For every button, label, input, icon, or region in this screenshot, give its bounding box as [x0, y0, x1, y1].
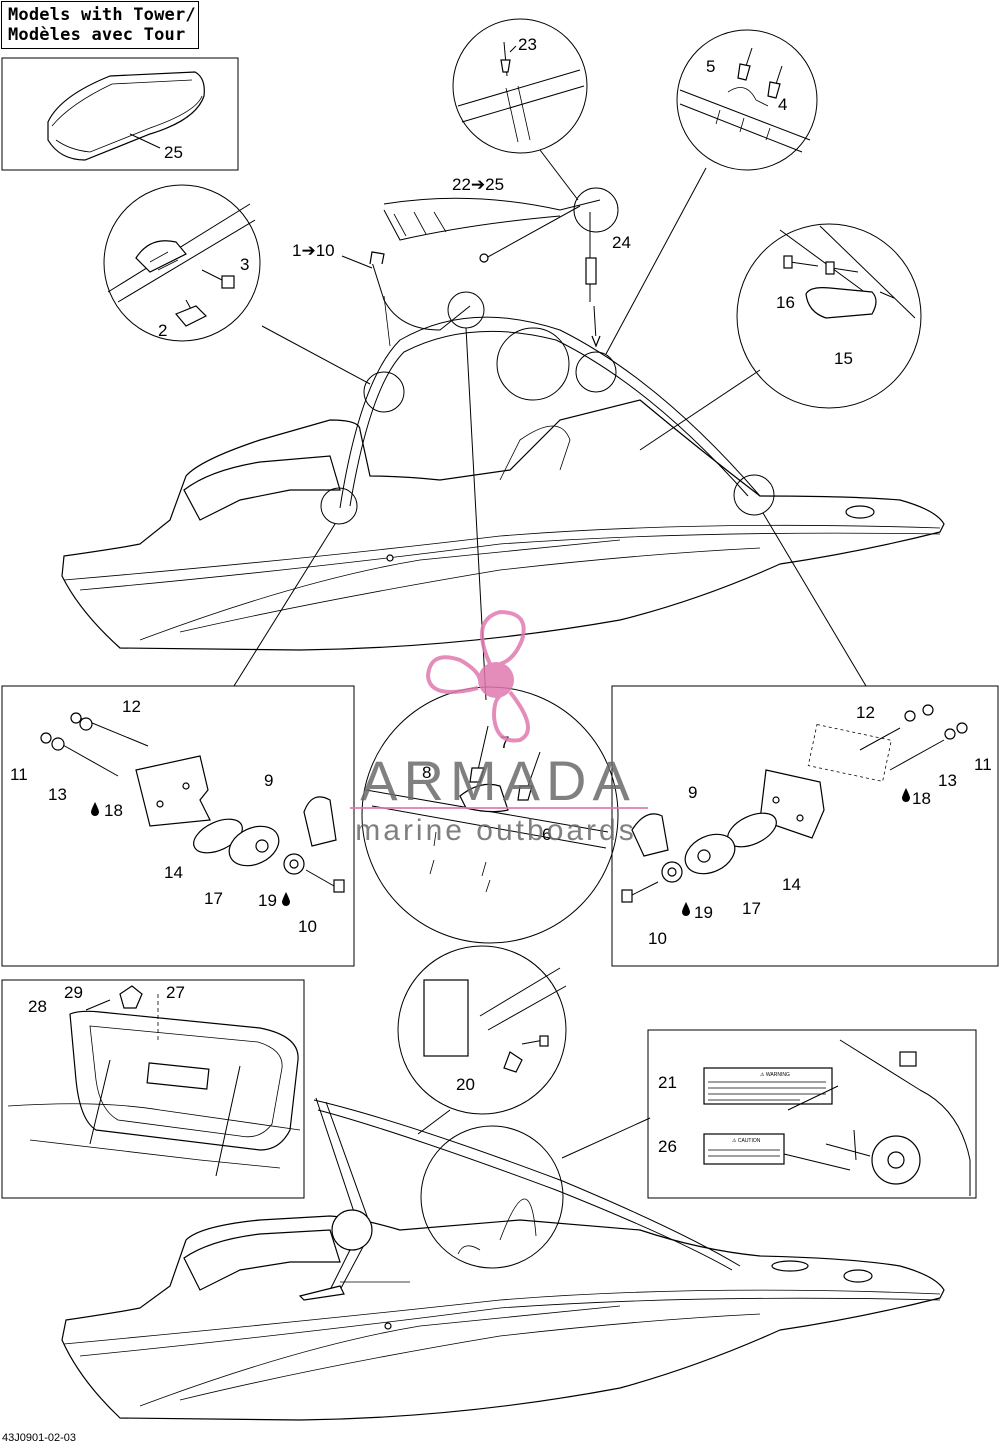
callout-left-14: 14 — [164, 863, 183, 882]
callout-3: 3 — [240, 255, 249, 274]
callout-16: 16 — [776, 293, 795, 312]
detail-circle-23 — [452, 18, 588, 154]
callout-left-18: 18 — [104, 801, 123, 820]
lubricant-drop-icon-right — [902, 788, 910, 802]
callout-29: 29 — [64, 983, 83, 1002]
threadlocker-drop-icon-right — [682, 902, 690, 916]
callout-left-17: 17 — [204, 889, 223, 908]
callout-27: 27 — [166, 983, 185, 1002]
callout-28: 28 — [28, 997, 47, 1016]
inset-storage-hatch-box — [1, 979, 305, 1199]
detail-circle-2-3 — [103, 184, 261, 342]
callout-right-9: 9 — [688, 783, 697, 802]
callout-23: 23 — [518, 35, 537, 54]
callout-15: 15 — [834, 349, 853, 368]
callout-4: 4 — [778, 95, 787, 114]
detail-circle-6-7-8 — [361, 686, 619, 944]
propeller-logo-icon — [425, 609, 530, 743]
tower-top-assembly — [383, 187, 619, 348]
warning-decal-text: ⚠ WARNING — [760, 1072, 790, 1078]
callout-right-14: 14 — [782, 875, 801, 894]
watermark-tagline: marine outboards — [355, 814, 636, 847]
callout-24: 24 — [612, 233, 631, 252]
inset-right-mount-box — [611, 685, 999, 967]
lubricant-drop-icon — [91, 802, 99, 816]
callout-25: 25 — [164, 143, 183, 162]
caution-decal-text: ⚠ CAUTION — [732, 1138, 761, 1144]
armada-watermark: ARMADA marine outboards — [350, 609, 648, 847]
callout-left-12: 12 — [122, 697, 141, 716]
callout-labels: 25 23 5 4 22➔25 24 1➔10 3 2 16 15 12 11 … — [10, 35, 992, 1156]
boat-top-view — [61, 251, 945, 651]
callout-21: 21 — [658, 1073, 677, 1092]
inset-decals-box: ⚠ WARNING ⚠ CAUTION — [647, 1029, 977, 1199]
diagram-title-box: Models with Tower/ Modèles avec Tour — [1, 1, 199, 49]
callout-20: 20 — [456, 1075, 475, 1094]
detail-circle-15-16 — [736, 223, 922, 409]
boat-bottom-view — [61, 1097, 945, 1421]
inset-cushion-box — [1, 57, 239, 171]
title-line-english: Models with Tower/ — [8, 5, 196, 25]
callout-26: 26 — [658, 1137, 677, 1156]
callout-left-19: 19 — [258, 891, 277, 910]
drawing-code: 43J0901-02-03 — [2, 1432, 77, 1444]
callout-left-10: 10 — [298, 917, 317, 936]
callout-22-25: 22➔25 — [452, 175, 504, 194]
inset-left-mount-box — [1, 685, 355, 967]
callout-right-19: 19 — [694, 903, 713, 922]
detail-circle-4-5 — [676, 29, 818, 171]
callout-right-18: 18 — [912, 789, 931, 808]
watermark-brand: ARMADA — [360, 749, 636, 812]
callout-left-9: 9 — [264, 771, 273, 790]
callout-left-11: 11 — [10, 765, 28, 784]
threadlocker-drop-icon — [282, 892, 290, 906]
callout-6: 6 — [542, 825, 551, 844]
callout-7: 7 — [500, 733, 509, 752]
callout-5: 5 — [706, 57, 715, 76]
callout-1-10: 1➔10 — [292, 241, 335, 260]
callout-right-17: 17 — [742, 899, 761, 918]
callout-8: 8 — [422, 763, 431, 782]
callout-2: 2 — [158, 321, 167, 340]
callout-right-12: 12 — [856, 703, 875, 722]
callout-right-11: 11 — [974, 755, 992, 774]
callout-right-10: 10 — [648, 929, 667, 948]
detail-circle-20 — [397, 945, 567, 1115]
callout-right-13: 13 — [938, 771, 957, 790]
title-line-french: Modèles avec Tour — [8, 25, 186, 45]
callout-left-13: 13 — [48, 785, 67, 804]
